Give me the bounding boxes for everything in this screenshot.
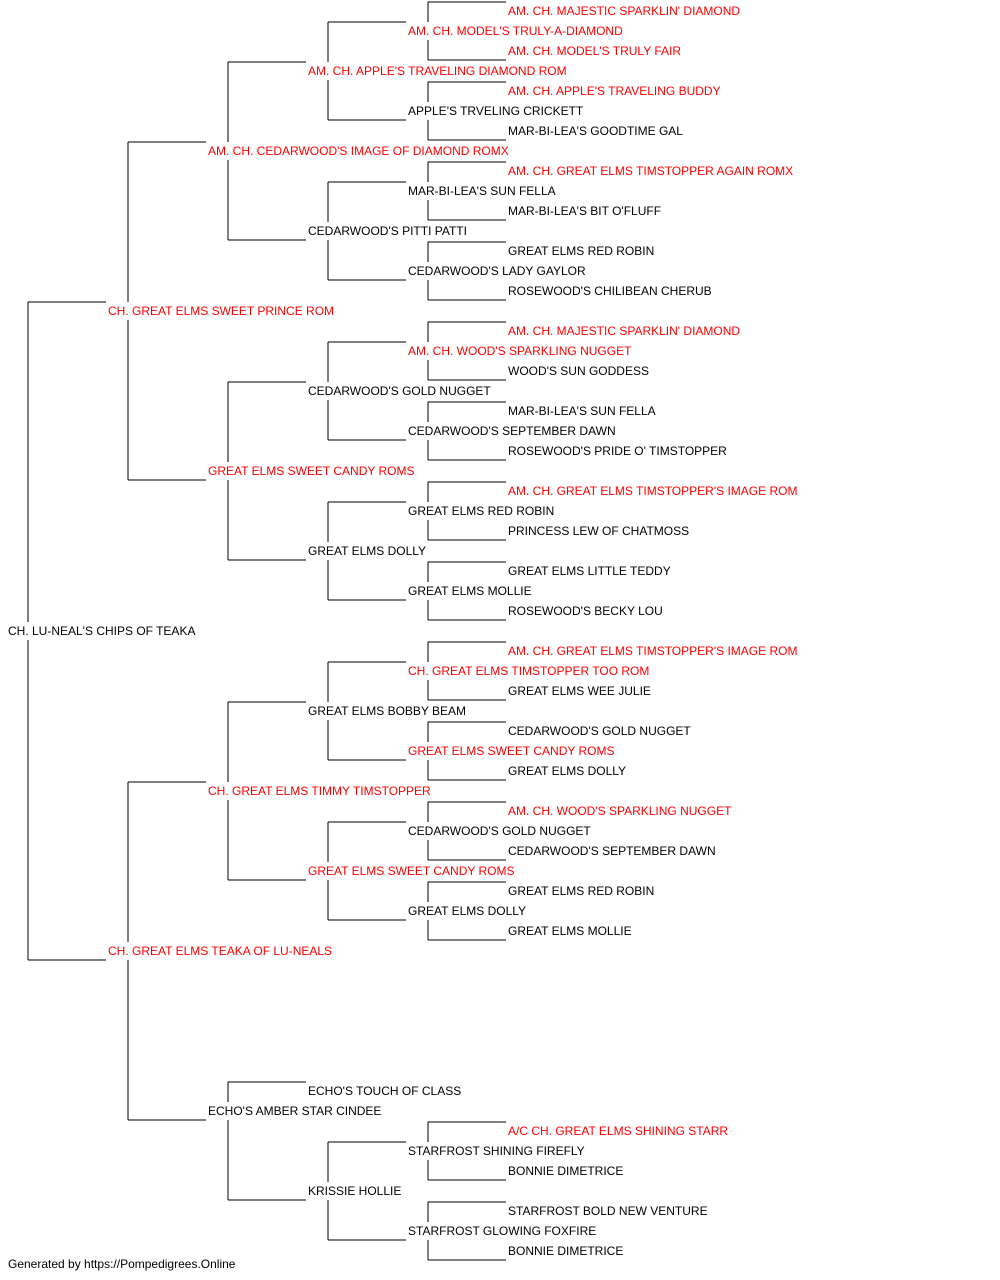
ancestor-name: MAR-BI-LEA'S BIT O'FLUFF (508, 204, 662, 218)
ancestor-name: WOOD'S SUN GODDESS (508, 364, 649, 378)
ancestor-name: CH. GREAT ELMS TIMSTOPPER TOO ROM (408, 664, 650, 678)
ancestor-name: ECHO'S AMBER STAR CINDEE (208, 1104, 382, 1118)
ancestor-name: ECHO'S TOUCH OF CLASS (308, 1084, 462, 1098)
ancestor-name: CEDARWOOD'S GOLD NUGGET (308, 384, 491, 398)
ancestor-name: CEDARWOOD'S LADY GAYLOR (408, 264, 586, 278)
ancestor-name: GREAT ELMS SWEET CANDY ROMS (308, 864, 515, 878)
ancestor-name: GREAT ELMS WEE JULIE (508, 684, 651, 698)
ancestor-name: AM. CH. APPLE'S TRAVELING BUDDY (508, 84, 721, 98)
ancestor-name: ROSEWOOD'S PRIDE O' TIMSTOPPER (508, 444, 727, 458)
ancestor-name: CH. GREAT ELMS SWEET PRINCE ROM (108, 304, 335, 318)
ancestor-name: STARFROST SHINING FIREFLY (408, 1144, 585, 1158)
ancestor-name: AM. CH. WOOD'S SPARKLING NUGGET (508, 804, 732, 818)
ancestor-name: ROSEWOOD'S BECKY LOU (508, 604, 663, 618)
ancestor-name: GREAT ELMS RED ROBIN (408, 504, 555, 518)
ancestor-name: STARFROST GLOWING FOXFIRE (408, 1224, 597, 1238)
ancestor-name: GREAT ELMS SWEET CANDY ROMS (208, 464, 415, 478)
ancestor-name: GREAT ELMS DOLLY (508, 764, 627, 778)
ancestor-name: CH. GREAT ELMS TIMMY TIMSTOPPER (208, 784, 431, 798)
ancestor-name: CH. GREAT ELMS TEAKA OF LU-NEALS (108, 944, 333, 958)
ancestor-name: GREAT ELMS MOLLIE (408, 584, 532, 598)
ancestor-name: MAR-BI-LEA'S SUN FELLA (508, 404, 656, 418)
ancestor-name: AM. CH. MAJESTIC SPARKLIN' DIAMOND (508, 324, 741, 338)
ancestor-name: CEDARWOOD'S SEPTEMBER DAWN (508, 844, 716, 858)
ancestor-name: AM. CH. MODEL'S TRULY-A-DIAMOND (408, 24, 623, 38)
ancestor-name: GREAT ELMS DOLLY (408, 904, 527, 918)
ancestor-name: AM. CH. GREAT ELMS TIMSTOPPER'S IMAGE RO… (508, 644, 798, 658)
ancestor-name: ROSEWOOD'S CHILIBEAN CHERUB (508, 284, 712, 298)
ancestor-name: KRISSIE HOLLIE (308, 1184, 402, 1198)
ancestor-name: CEDARWOOD'S SEPTEMBER DAWN (408, 424, 616, 438)
ancestor-name: MAR-BI-LEA'S GOODTIME GAL (508, 124, 683, 138)
ancestor-name: BONNIE DIMETRICE (508, 1244, 624, 1258)
ancestor-name: AM. CH. MAJESTIC SPARKLIN' DIAMOND (508, 4, 741, 18)
ancestor-name: GREAT ELMS BOBBY BEAM (308, 704, 467, 718)
ancestor-name: AM. CH. WOOD'S SPARKLING NUGGET (408, 344, 632, 358)
ancestor-name: GREAT ELMS RED ROBIN (508, 244, 655, 258)
ancestor-name: GREAT ELMS SWEET CANDY ROMS (408, 744, 615, 758)
ancestor-name: BONNIE DIMETRICE (508, 1164, 624, 1178)
ancestor-name: MAR-BI-LEA'S SUN FELLA (408, 184, 556, 198)
ancestor-name: CEDARWOOD'S PITTI PATTI (308, 224, 467, 238)
footer-credit: Generated by https://Pompedigrees.Online (8, 1257, 236, 1271)
ancestor-name: GREAT ELMS MOLLIE (508, 924, 632, 938)
ancestor-name: AM. CH. GREAT ELMS TIMSTOPPER AGAIN ROMX (508, 164, 794, 178)
ancestor-name: PRINCESS LEW OF CHATMOSS (508, 524, 690, 538)
subject-dog-name: CH. LU-NEAL'S CHIPS OF TEAKA (8, 624, 196, 638)
ancestor-name: AM. CH. CEDARWOOD'S IMAGE OF DIAMOND ROM… (208, 144, 509, 158)
ancestor-name: GREAT ELMS LITTLE TEDDY (508, 564, 671, 578)
ancestor-name: AM. CH. MODEL'S TRULY FAIR (508, 44, 681, 58)
ancestor-name: GREAT ELMS DOLLY (308, 544, 427, 558)
ancestor-name: AM. CH. GREAT ELMS TIMSTOPPER'S IMAGE RO… (508, 484, 798, 498)
ancestor-name: CEDARWOOD'S GOLD NUGGET (508, 724, 691, 738)
ancestor-name: APPLE'S TRVELING CRICKETT (408, 104, 584, 118)
ancestor-name: STARFROST BOLD NEW VENTURE (508, 1204, 708, 1218)
ancestor-name: AM. CH. APPLE'S TRAVELING DIAMOND ROM (308, 64, 567, 78)
ancestor-name: CEDARWOOD'S GOLD NUGGET (408, 824, 591, 838)
ancestor-name: GREAT ELMS RED ROBIN (508, 884, 655, 898)
ancestor-name: A/C CH. GREAT ELMS SHINING STARR (508, 1124, 729, 1138)
